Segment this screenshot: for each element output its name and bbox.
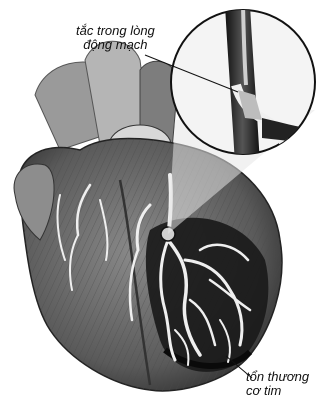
label-artery-occlusion: tắc trong lòng động mạch	[76, 24, 155, 52]
label-myocardial-damage-line1: tổn thương	[246, 370, 309, 384]
label-artery-occlusion-line2: động mạch	[76, 38, 155, 52]
label-myocardial-damage: tổn thương cơ tim	[246, 370, 309, 398]
damaged-myocardium	[146, 218, 269, 372]
label-artery-occlusion-line1: tắc trong lòng	[76, 24, 155, 38]
